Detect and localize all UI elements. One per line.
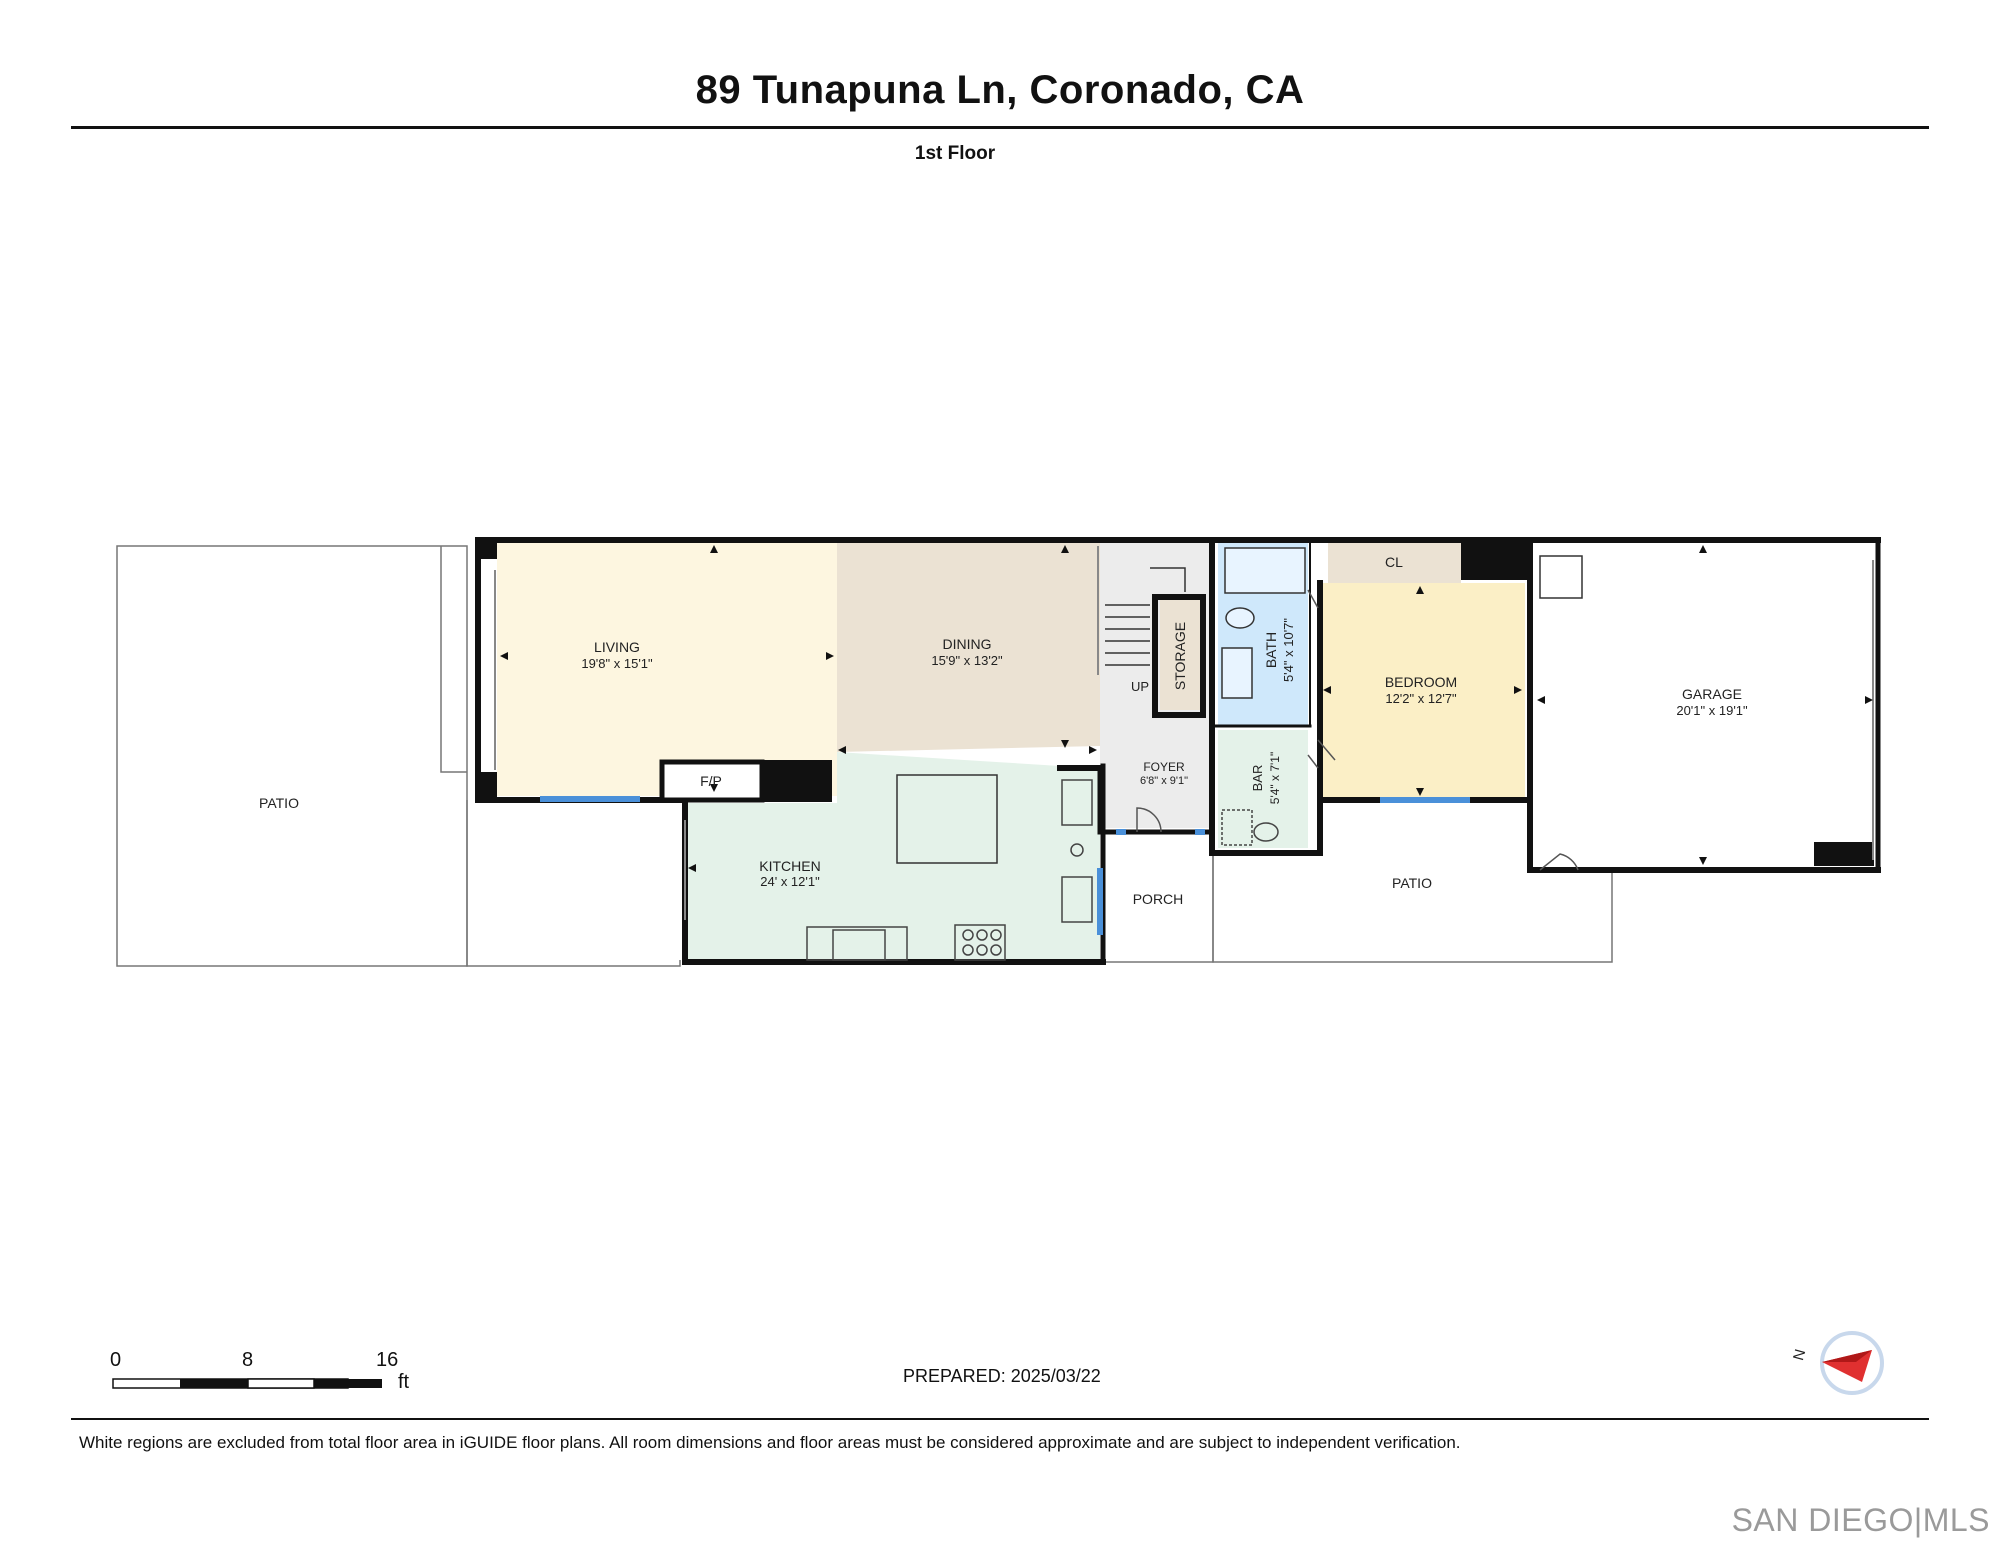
footer-rule [71,1418,1929,1420]
kitchen-island [896,774,998,864]
bath-fixtures [1221,547,1306,699]
bar-fixtures [1221,809,1279,846]
patio-right-outline [1212,850,1613,963]
disclaimer-text: White regions are excluded from total fl… [79,1433,1461,1452]
bar-fill [1218,730,1308,848]
wall-block-kitchen [760,760,832,802]
porch-outline [1102,831,1214,963]
title-rule [71,126,1929,129]
compass-north-label: N [1790,1347,1809,1362]
garage-panel [1539,555,1583,599]
windows [540,796,1470,935]
kitchen-counters [806,779,1093,961]
brand-logo: SAN DIEGO|MLS [1731,1502,1990,1538]
patio-left-inner [440,546,467,773]
room-label-bedroom: BEDROOM [1385,674,1457,690]
floor-label: 1st Floor [914,143,996,164]
garage-fill [1535,543,1878,868]
fireplace-box [659,759,765,803]
thin-windows [494,546,1874,920]
room-dims-foyer: 6'8" x 9'1" [1140,775,1188,787]
room-dims-garage: 20'1" x 19'1" [1676,703,1748,718]
dimension-arrows [500,545,1873,872]
porch-label: PORCH [1133,891,1184,907]
room-dims-bar: 5'4" x 7'1" [1268,752,1282,804]
wall-block-bedroom [1461,540,1531,580]
scale-tick-16: 16 [376,1349,399,1371]
room-label-kitchen: KITCHEN [759,858,820,874]
scale-tick-0: 0 [110,1349,122,1371]
room-dims-living: 19'8" x 15'1" [581,656,653,671]
room-label-storage: STORAGE [1172,622,1188,690]
room-label-living: LIVING [594,639,640,655]
patio-left-label: PATIO [259,795,299,811]
room-label-bar: BAR [1250,765,1265,792]
door-swings [1136,589,1579,871]
wall-block-living-bottom [475,772,497,802]
scale-bar [112,1378,382,1389]
prepared-date: PREPARED: 2025/03/22 [903,1366,1101,1386]
page-title: 89 Tunapuna Ln, Coronado, CA [695,68,1305,112]
room-dims-bath: 5'4" x 10'7" [1281,618,1296,682]
room-label-bath: BATH [1263,632,1279,668]
room-dims-kitchen: 24' x 12'1" [760,874,820,889]
scale-tick-8: 8 [242,1349,254,1371]
stairs-up-label: UP [1131,679,1149,694]
fireplace-label: F/P [700,773,722,789]
room-label-dining: DINING [943,636,992,652]
room-label-closet: CL [1385,554,1403,570]
room-dims-bedroom: 12'2" x 12'7" [1385,691,1457,706]
patio-right-label: PATIO [1392,875,1432,891]
walkway-outline [466,800,681,967]
patio-left-outline [116,545,468,967]
living-fill [497,543,837,796]
closet-fill [1328,543,1461,583]
scale-unit: ft [398,1371,410,1393]
garage-block [1814,842,1874,866]
storage-fill [1160,600,1200,710]
room-dims-dining: 15'9" x 13'2" [931,653,1003,668]
wall-block-living-top [475,537,497,559]
dining-fill [837,543,1100,752]
bedroom-fill [1320,583,1525,798]
room-label-foyer: FOYER [1143,760,1185,774]
stairs [1105,567,1186,666]
room-label-garage: GARAGE [1682,686,1742,702]
compass-icon [1820,1331,1884,1395]
